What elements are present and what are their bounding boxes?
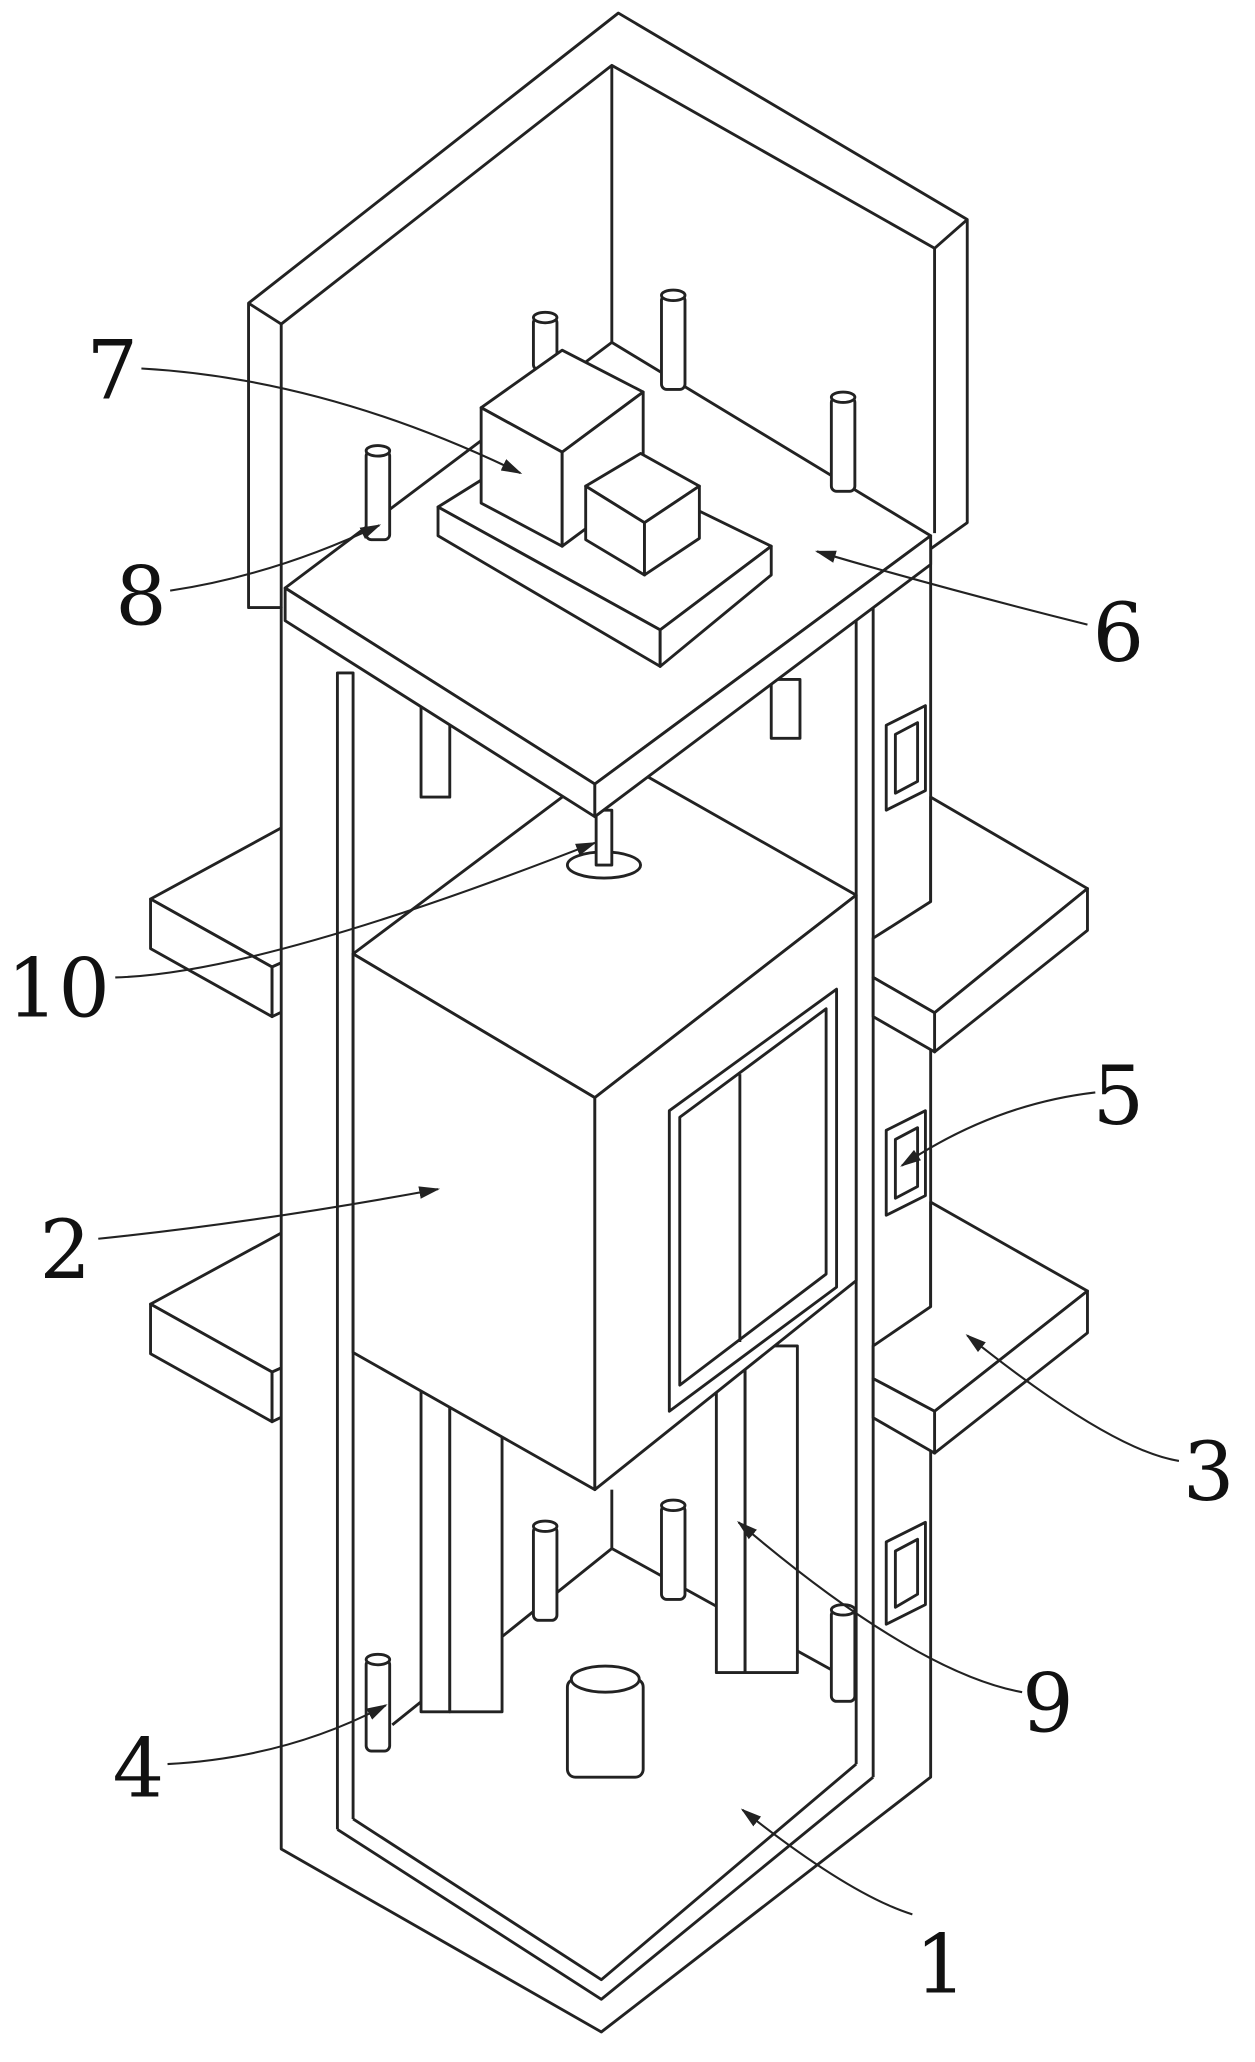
label-3: 3: [1183, 1426, 1235, 1520]
label-4: 4: [113, 1723, 165, 1817]
label-1: 1: [915, 1919, 967, 2013]
label-5: 5: [1093, 1050, 1145, 1144]
label-10: 10: [7, 943, 110, 1037]
label-9: 9: [1022, 1657, 1074, 1751]
label-6: 6: [1093, 587, 1145, 681]
label-2: 2: [39, 1204, 91, 1298]
label-8: 8: [115, 551, 167, 645]
label-7: 7: [87, 325, 139, 419]
